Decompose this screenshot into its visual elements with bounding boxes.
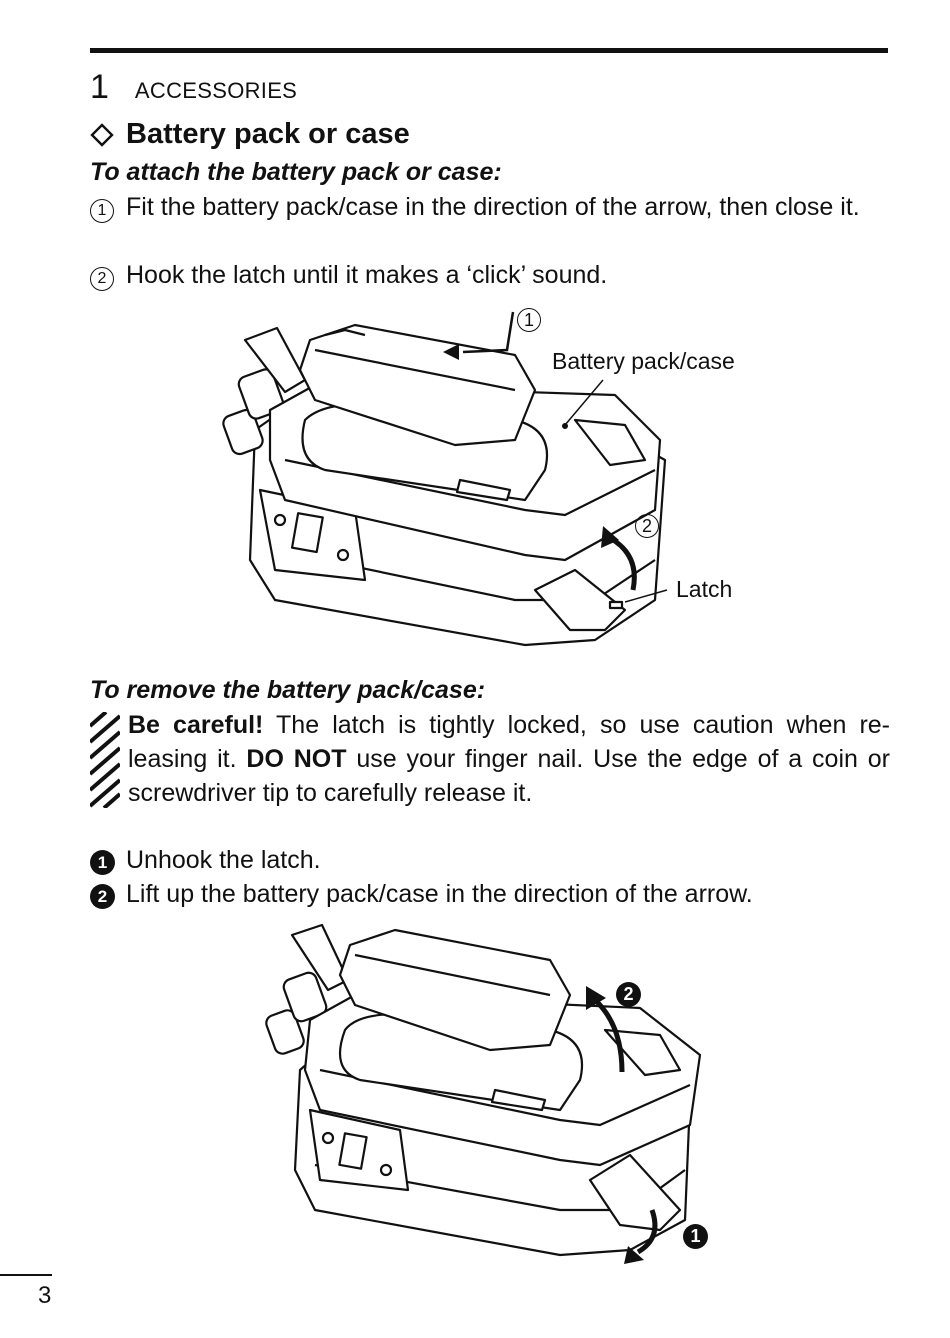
step-marker-outline: 2: [90, 267, 114, 291]
figure-step-marker-1: 1: [517, 308, 541, 332]
section-title-text: Battery pack or case: [126, 118, 410, 150]
attach-step-2-text: Hook the latch until it makes a ‘click’ …: [126, 261, 608, 289]
remove-step-2-text: Lift up the battery pack/case in the dir…: [126, 880, 753, 908]
caution-lead: Be careful!: [128, 711, 264, 739]
step-marker-filled: 2: [90, 884, 115, 909]
remove-step-1: 1 Unhook the latch.: [90, 843, 890, 877]
footer-rule: [0, 1274, 52, 1276]
caution-emphasis: DO NOT: [246, 745, 347, 773]
remove-step-1-text: Unhook the latch.: [126, 846, 321, 874]
diamond-outline-icon: [90, 122, 114, 147]
chapter-number: 1: [90, 68, 109, 106]
remove-step-2: 2 Lift up the battery pack/case in the d…: [90, 877, 890, 911]
step-marker-filled: 1: [90, 850, 115, 875]
radio-attach-illustration: [222, 311, 668, 647]
step-marker-outline: 1: [90, 199, 114, 223]
section-title: Battery pack or case: [90, 118, 410, 151]
caution-hatch-icon: [90, 712, 120, 808]
page-number: 3: [38, 1282, 52, 1309]
chapter-name: ACCESSORIES: [134, 78, 298, 103]
radio-remove-illustration: [265, 923, 702, 1264]
attach-heading: To attach the battery pack or case:: [90, 158, 502, 186]
figure-step-marker-2: 2: [635, 514, 659, 538]
remove-heading: To remove the battery pack/case:: [90, 676, 486, 704]
attach-step-1-text: Fit the battery pack/case in the directi…: [126, 193, 860, 221]
header-rule: [90, 48, 888, 53]
remove-figure: 2 1: [260, 920, 730, 1270]
caution-text: Be careful! The latch is tightly locked,…: [128, 711, 890, 807]
figure-step-marker-1: 1: [683, 1224, 708, 1249]
attach-step-2: 2 Hook the latch until it makes a ‘click…: [90, 258, 890, 292]
caution-note: Be careful! The latch is tightly locked,…: [90, 708, 890, 810]
callout-battery-pack: Battery pack/case: [552, 348, 735, 374]
callout-latch: Latch: [676, 576, 733, 602]
attach-step-1: 1 Fit the battery pack/case in the direc…: [90, 190, 890, 224]
attach-figure: 1 2 Battery pack/case Latch: [215, 300, 775, 650]
figure-step-marker-2: 2: [616, 982, 641, 1007]
chapter-header: 1 ACCESSORIES: [90, 68, 297, 107]
